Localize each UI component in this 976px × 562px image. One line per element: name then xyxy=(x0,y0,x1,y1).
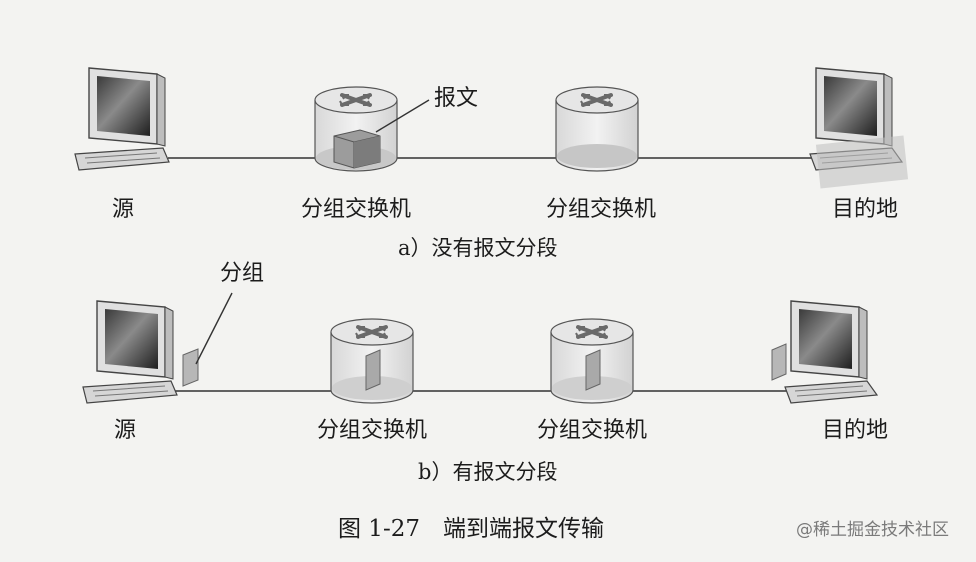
switch-icon xyxy=(554,85,640,173)
received-message-shade xyxy=(815,135,909,189)
packet-icon xyxy=(182,348,199,387)
panel-a-caption: a）没有报文分段 xyxy=(398,236,558,260)
source-computer-icon xyxy=(82,300,178,404)
packet-pointer xyxy=(195,292,233,365)
destination-computer-icon xyxy=(784,300,878,404)
source-label: 源 xyxy=(112,197,135,222)
panel-b-caption: b）有报文分段 xyxy=(418,460,558,484)
switch-label: 分组交换机 xyxy=(301,197,412,222)
watermark: @稀土掘金技术社区 xyxy=(796,520,949,540)
source-label: 源 xyxy=(114,418,137,443)
packet-icon xyxy=(771,343,787,381)
panel-b xyxy=(82,292,878,405)
source-computer-icon xyxy=(74,67,170,171)
switch-label: 分组交换机 xyxy=(546,197,657,222)
switch-icon xyxy=(313,85,399,173)
panel-a xyxy=(74,67,909,189)
destination-label: 目的地 xyxy=(832,197,899,222)
destination-label: 目的地 xyxy=(822,418,889,443)
message-pointer xyxy=(375,99,430,133)
figure-caption: 图 1-27 端到端报文传输 xyxy=(338,516,604,542)
packet-label: 分组 xyxy=(220,261,265,286)
switch-label: 分组交换机 xyxy=(317,418,428,443)
switch-icon xyxy=(329,317,415,405)
switch-icon xyxy=(549,317,635,405)
message-label: 报文 xyxy=(434,86,479,111)
switch-label: 分组交换机 xyxy=(537,418,648,443)
